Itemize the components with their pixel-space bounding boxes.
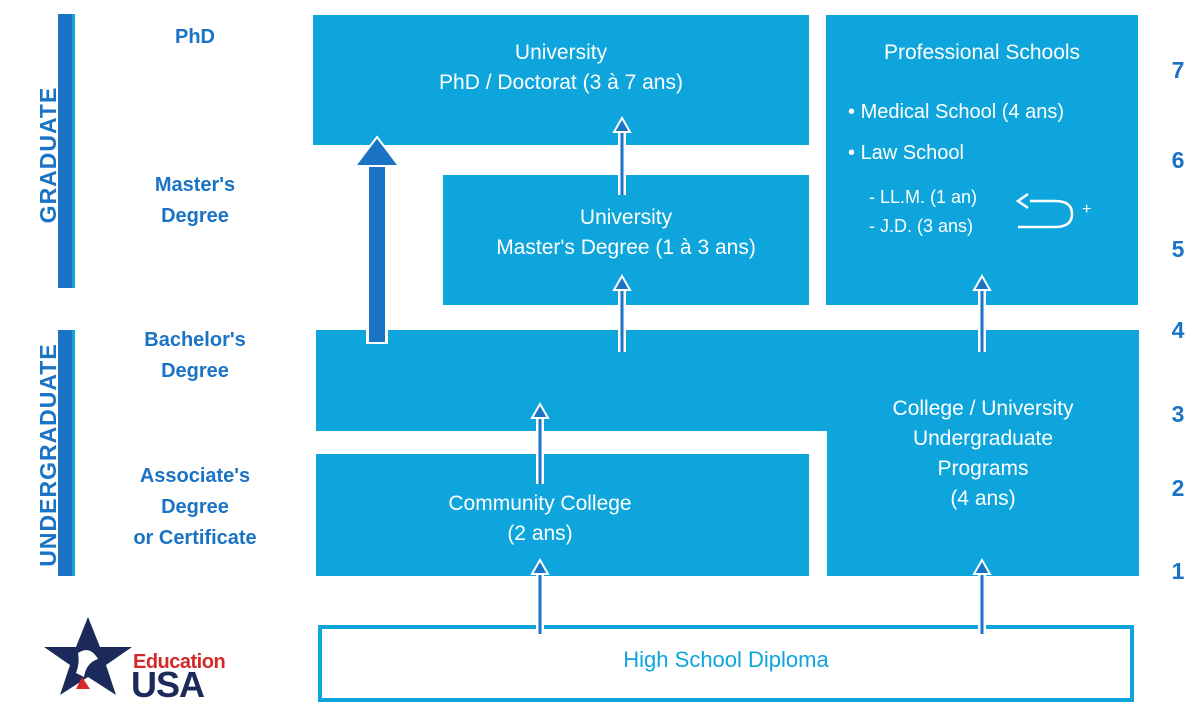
professional-plus: + <box>1082 201 1092 218</box>
community-box <box>316 454 809 576</box>
undergrad-line1: College / University <box>892 397 1074 420</box>
bullet-icon: • <box>848 142 861 164</box>
undergrad-box <box>827 330 1139 576</box>
arrow-hs-to-undergrad <box>972 557 992 634</box>
master-box-line1: University <box>579 206 673 229</box>
professional-item1-label: Medical School (4 ans) <box>860 101 1064 123</box>
year-1: 1 <box>1171 558 1185 584</box>
professional-sub-llm: - LL.M. (1 an) <box>869 187 978 207</box>
degree-phd: PhD <box>175 26 215 48</box>
degree-bachelor: Bachelor's Degree <box>120 325 270 387</box>
degree-associate: Associate's Degree or Certificate <box>110 461 280 554</box>
year-5: 5 <box>1171 236 1185 262</box>
education-usa-star-logo <box>44 617 132 695</box>
arrow-bachelor-to-professional <box>972 273 992 352</box>
high-school-box <box>318 625 1134 702</box>
bullet-icon: • <box>848 101 861 123</box>
undergrad-line2: Undergraduate <box>912 427 1054 450</box>
uturn-arrow-icon <box>1015 192 1074 229</box>
high-school-label: High School Diploma <box>623 647 829 672</box>
professional-item-law: • Law School <box>848 138 964 168</box>
phd-box-line2: PhD / Doctorat (3 à 7 ans) <box>439 71 683 94</box>
professional-item-medical: • Medical School (4 ans) <box>848 97 1064 127</box>
arrow-bachelor-to-phd-large <box>352 135 402 344</box>
professional-sub-jd: - J.D. (3 ans) <box>869 216 974 236</box>
phd-box-text: University PhD / Doctorat (3 à 7 ans) <box>313 38 809 98</box>
arrow-bachelor-to-master <box>612 273 632 352</box>
community-line1: Community College <box>448 492 632 515</box>
year-4: 4 <box>1171 317 1185 343</box>
degree-master-line2: Degree <box>161 205 229 227</box>
undergrad-line4: (4 ans) <box>950 487 1016 510</box>
degree-associate-line3: or Certificate <box>133 527 257 549</box>
degree-master-line1: Master's <box>154 174 236 196</box>
master-box-text: University Master's Degree (1 à 3 ans) <box>443 203 809 263</box>
year-2: 2 <box>1171 475 1185 501</box>
degree-associate-line1: Associate's <box>139 465 251 487</box>
community-line2: (2 ans) <box>507 522 573 545</box>
arrow-community-to-bachelor <box>530 401 550 484</box>
phd-box-line1: University <box>514 41 608 64</box>
year-7: 7 <box>1171 57 1185 83</box>
community-box-text: Community College (2 ans) <box>395 489 685 549</box>
master-box-line2: Master's Degree (1 à 3 ans) <box>496 236 756 259</box>
degree-master: Master's Degree <box>120 170 270 232</box>
undergrad-line3: Programs <box>937 457 1029 480</box>
degree-bachelor-line2: Degree <box>161 360 229 382</box>
logo-word-usa: USA <box>131 664 205 705</box>
undergraduate-bar <box>58 330 72 576</box>
professional-item2-label: Law School <box>860 142 964 164</box>
graduate-bar <box>58 14 72 288</box>
phd-box <box>313 15 809 145</box>
professional-box <box>826 15 1138 305</box>
arrow-master-to-phd <box>612 115 632 195</box>
year-6: 6 <box>1171 147 1185 173</box>
degree-bachelor-line1: Bachelor's <box>144 329 246 351</box>
degree-associate-line2: Degree <box>161 496 229 518</box>
graduate-bar-accent <box>72 14 75 288</box>
professional-title: Professional Schools <box>883 41 1081 64</box>
undergrad-box-text: College / University Undergraduate Progr… <box>827 394 1139 514</box>
logo-word-education: Education <box>133 651 226 673</box>
undergraduate-bar-accent <box>72 330 75 576</box>
year-3: 3 <box>1171 401 1185 427</box>
arrow-hs-to-community <box>530 557 550 634</box>
